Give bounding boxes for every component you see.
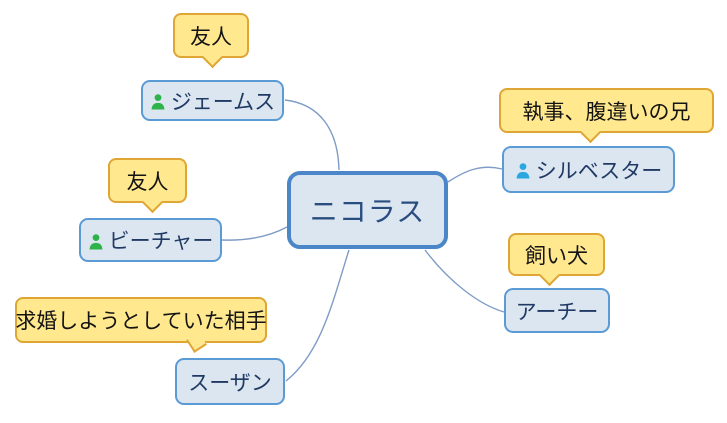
person-icon [89, 233, 102, 249]
node-nicolas[interactable]: ニコラス [287, 171, 448, 249]
node-susan-label: スーザン [188, 371, 272, 395]
callout-sylvester-label: 執事、腹違いの兄 [522, 100, 691, 124]
callout-beecher-relationship[interactable]: 友人 [108, 158, 187, 214]
person-icon [151, 94, 165, 110]
callout-archie-label: 飼い犬 [525, 244, 588, 268]
connector-beecher-nicolas [221, 226, 288, 241]
node-archie[interactable]: アーチー [504, 288, 610, 333]
callout-beecher-label: 友人 [126, 170, 169, 194]
person-icon [516, 163, 530, 179]
node-susan[interactable]: スーザン [175, 358, 285, 405]
node-beecher-label: ビーチャー [108, 230, 214, 253]
callout-james-relationship[interactable]: 友人 [173, 13, 249, 69]
callout-sylvester-relationship[interactable]: 執事、腹違いの兄 [499, 88, 714, 144]
callout-james-label: 友人 [190, 25, 232, 49]
node-nicolas-label: ニコラス [309, 196, 426, 227]
connector-nicolas-susan [285, 249, 350, 382]
node-beecher[interactable]: ビーチャー [79, 218, 222, 262]
connector-james-nicolas [284, 99, 340, 171]
callout-archie-relationship[interactable]: 飼い犬 [508, 233, 605, 287]
node-james[interactable]: ジェームス [141, 80, 284, 121]
callout-susan-label: 求婚しようとしていた相手 [15, 310, 267, 333]
callout-susan-relationship[interactable]: 求婚しようとしていた相手 [15, 297, 267, 353]
node-archie-label: アーチー [515, 300, 599, 324]
connector-nicolas-archie [424, 249, 505, 313]
connector-nicolas-sylvester [447, 166, 503, 183]
node-james-label: ジェームス [170, 90, 276, 114]
node-sylvester[interactable]: シルベスター [502, 146, 675, 193]
callout-tail [186, 332, 207, 353]
node-sylvester-label: シルベスター [535, 159, 663, 183]
